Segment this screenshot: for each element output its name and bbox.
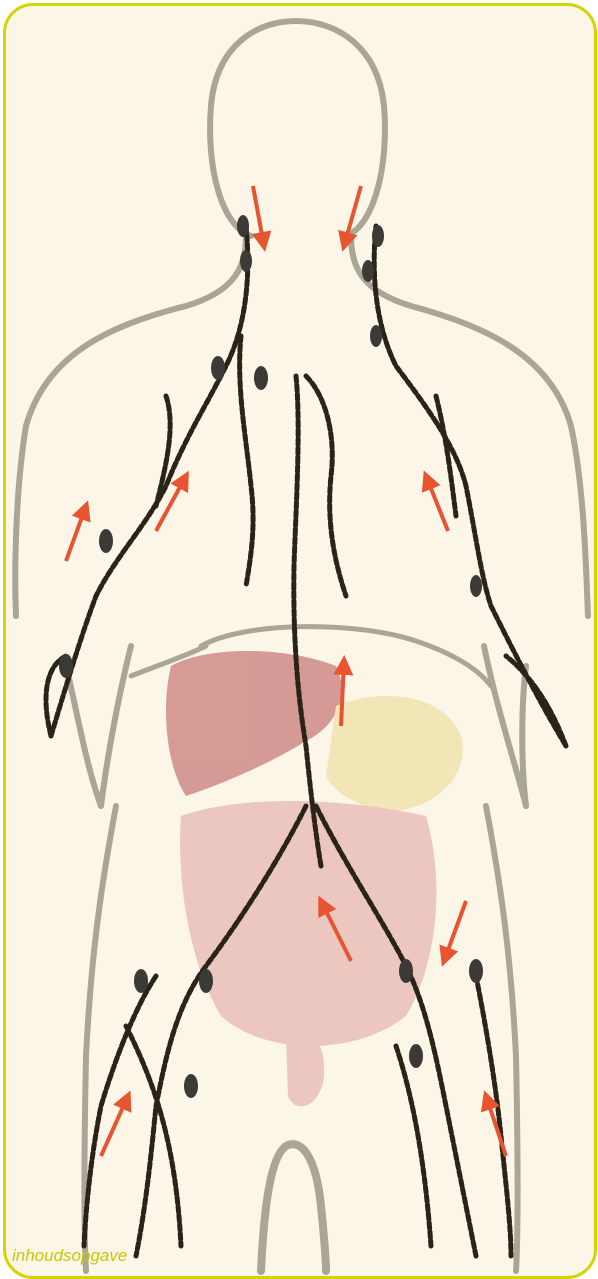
stomach-shape: [326, 696, 463, 811]
arrow-hip-right: [444, 901, 466, 961]
liver-shape: [166, 651, 342, 796]
arrow-neck-left: [253, 186, 264, 246]
figure-frame: inhoudsopgave: [3, 3, 597, 1279]
arrow-arm-left-outer: [66, 506, 86, 561]
intestines-shape: [180, 801, 436, 1046]
arrow-arm-right: [426, 476, 448, 531]
table-of-contents-link[interactable]: inhoudsopgave: [12, 1246, 127, 1266]
abdominal-organs: [166, 651, 463, 1106]
arrow-leg-left: [101, 1096, 128, 1156]
lymphatic-system-illustration: [6, 6, 594, 1276]
